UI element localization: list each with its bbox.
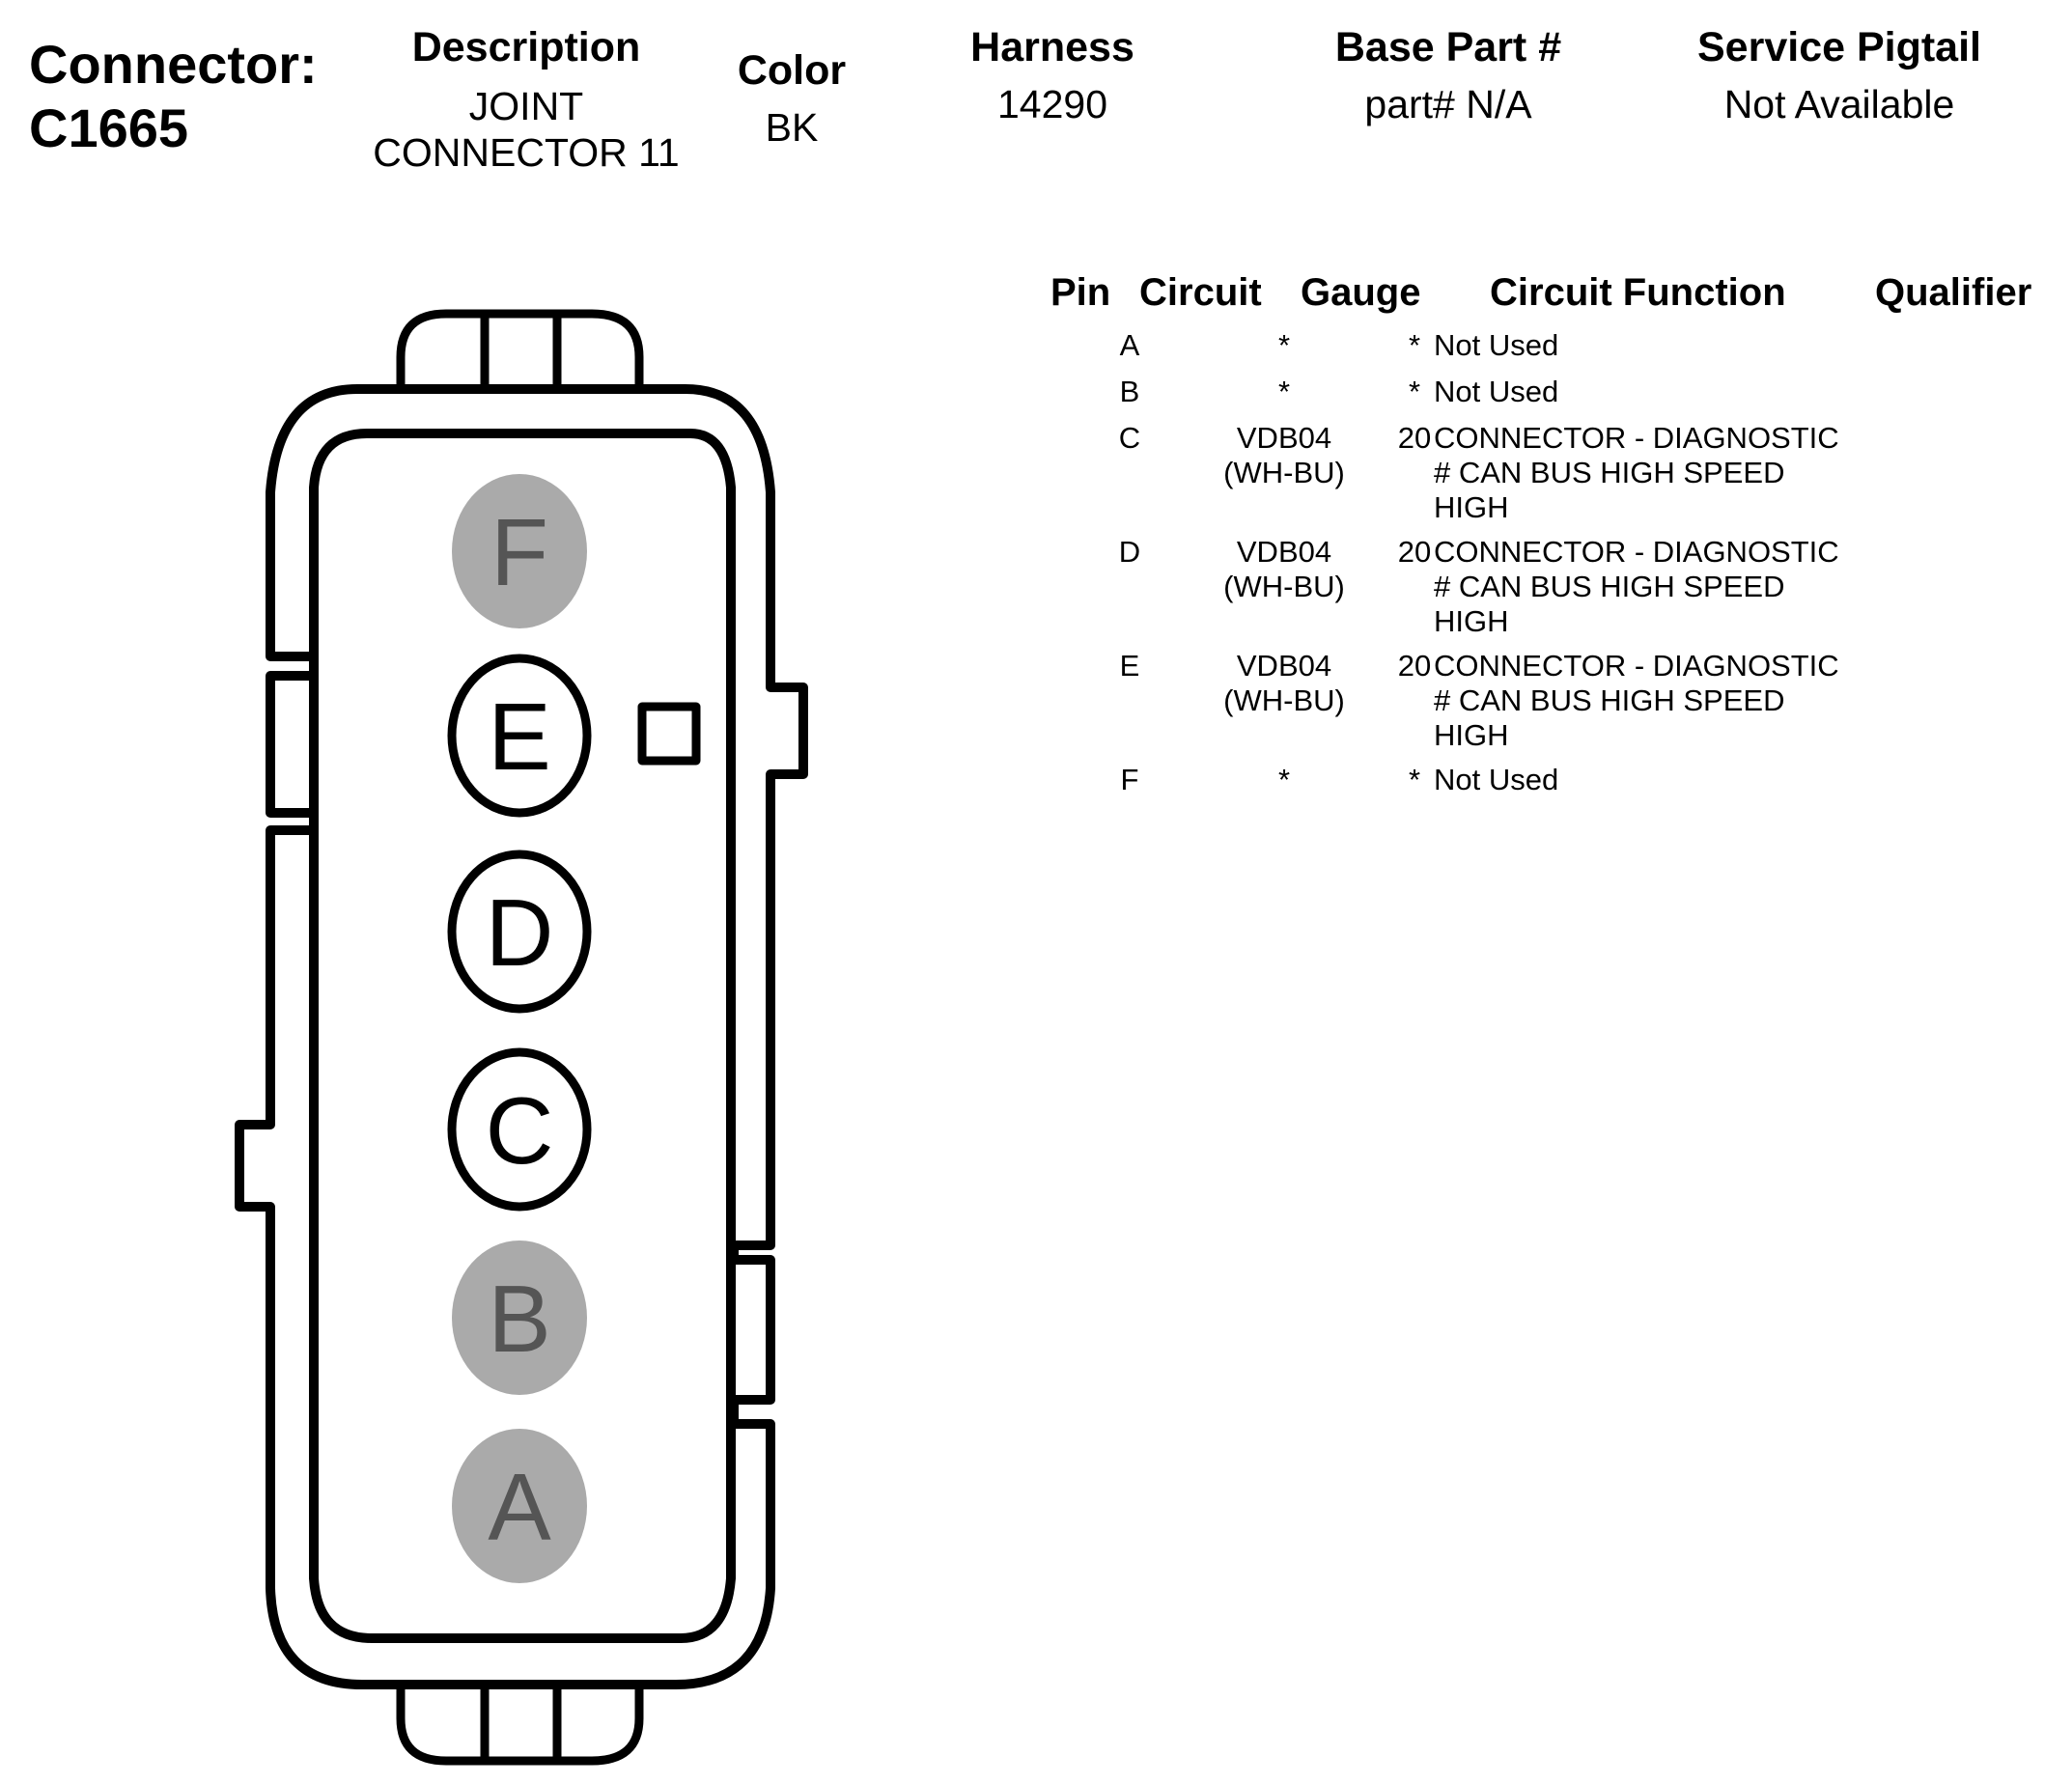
pin-cavity [447,850,592,1014]
gauge-cell: * [1408,328,1421,362]
circuit-cell: * [1202,763,1366,797]
top-latch [396,309,644,389]
pin-b: B [452,1240,587,1395]
circuit-cell: VDB04(WH-BU) [1202,421,1366,490]
header-circuit-function: Circuit Function [1490,271,1786,314]
gauge-cell: 20 [1397,421,1432,455]
service-pigtail-value: Not Available [1723,82,1955,126]
circuit-cell: VDB04(WH-BU) [1202,649,1366,718]
circuit-function-cell: Not Used [1434,328,1559,362]
description-block: Description JOINT CONNECTOR 11 [328,23,724,176]
circuit-id: VDB04 [1236,649,1332,683]
header-pin: Pin [1050,271,1111,314]
base-part-block: Base Part # part# N/A [1284,23,1612,127]
base-part-value: part# N/A [1364,82,1532,126]
service-pigtail-block: Service Pigtail Not Available [1651,23,2028,127]
pin-cavity [452,1429,587,1583]
circuit-cell: * [1202,328,1366,363]
pin-cavity [447,654,592,818]
color-block: Color BK [695,46,888,151]
circuit-wire-color: (WH-BU) [1223,570,1345,603]
connector-id: C1665 [29,98,189,158]
circuit-id: VDB04 [1236,535,1332,569]
pin-cell: B [1119,375,1140,408]
pin-cavity [452,1240,587,1395]
pin-label: C [486,1077,554,1184]
pin-label: B [488,1266,550,1372]
description-label: Description [411,24,641,70]
harness-value: 14290 [996,82,1107,126]
description-line-1: JOINT [468,84,584,128]
pin-cell: A [1119,328,1140,362]
pin-label: A [488,1454,551,1560]
circuit-id: * [1277,375,1291,408]
pin-f: F [452,474,587,628]
description-line-2: CONNECTOR 11 [373,130,680,175]
header-qualifier: Qualifier [1875,271,2032,314]
outer-housing [235,384,808,1689]
color-value: BK [765,105,819,150]
pin-cavity [452,474,587,628]
pin-cell: E [1119,649,1140,683]
pin-c: C [447,1047,592,1212]
gauge-cell: 20 [1397,649,1432,683]
service-pigtail-label: Service Pigtail [1697,24,1981,70]
pin-e: E [447,654,592,818]
circuit-id: * [1277,328,1291,362]
connector-title: Connector: C1665 [29,33,318,160]
circuit-function-cell: Not Used [1434,763,1559,796]
polarization-key [637,702,701,766]
header-circuit: Circuit [1139,271,1262,314]
description-value: JOINT CONNECTOR 11 [328,83,724,176]
circuit-cell: * [1202,375,1366,409]
pin-cavity [447,1047,592,1212]
circuit-function-cell: CONNECTOR - DIAGNOSTIC # CAN BUS HIGH SP… [1434,421,1839,524]
pin-label: E [488,683,550,790]
circuit-wire-color: (WH-BU) [1223,456,1345,489]
inner-cavity [309,429,736,1643]
pin-cell: F [1120,763,1139,796]
circuit-function-cell: CONNECTOR - DIAGNOSTIC # CAN BUS HIGH SP… [1434,649,1839,752]
connector-label: Connector: [29,34,318,95]
pin-a: A [452,1429,587,1583]
bottom-latch [396,1685,644,1766]
pin-label: D [486,879,554,986]
circuit-id: VDB04 [1236,421,1332,455]
gauge-cell: * [1408,763,1421,796]
pin-label: F [490,499,548,605]
circuit-wire-color: (WH-BU) [1223,683,1345,717]
circuit-id: * [1277,763,1291,796]
pin-d: D [447,850,592,1014]
pin-cell: D [1118,535,1141,569]
harness-block: Harness 14290 [927,23,1178,127]
circuit-cell: VDB04(WH-BU) [1202,535,1366,604]
circuit-function-cell: CONNECTOR - DIAGNOSTIC # CAN BUS HIGH SP… [1434,535,1839,638]
header-gauge: Gauge [1301,271,1421,314]
harness-label: Harness [970,24,1134,70]
color-label: Color [737,47,847,94]
circuit-function-cell: Not Used [1434,375,1559,408]
base-part-label: Base Part # [1334,24,1562,70]
gauge-cell: 20 [1397,535,1432,569]
pin-cell: C [1118,421,1141,455]
connector-housing [235,309,808,1766]
gauge-cell: * [1408,375,1421,408]
